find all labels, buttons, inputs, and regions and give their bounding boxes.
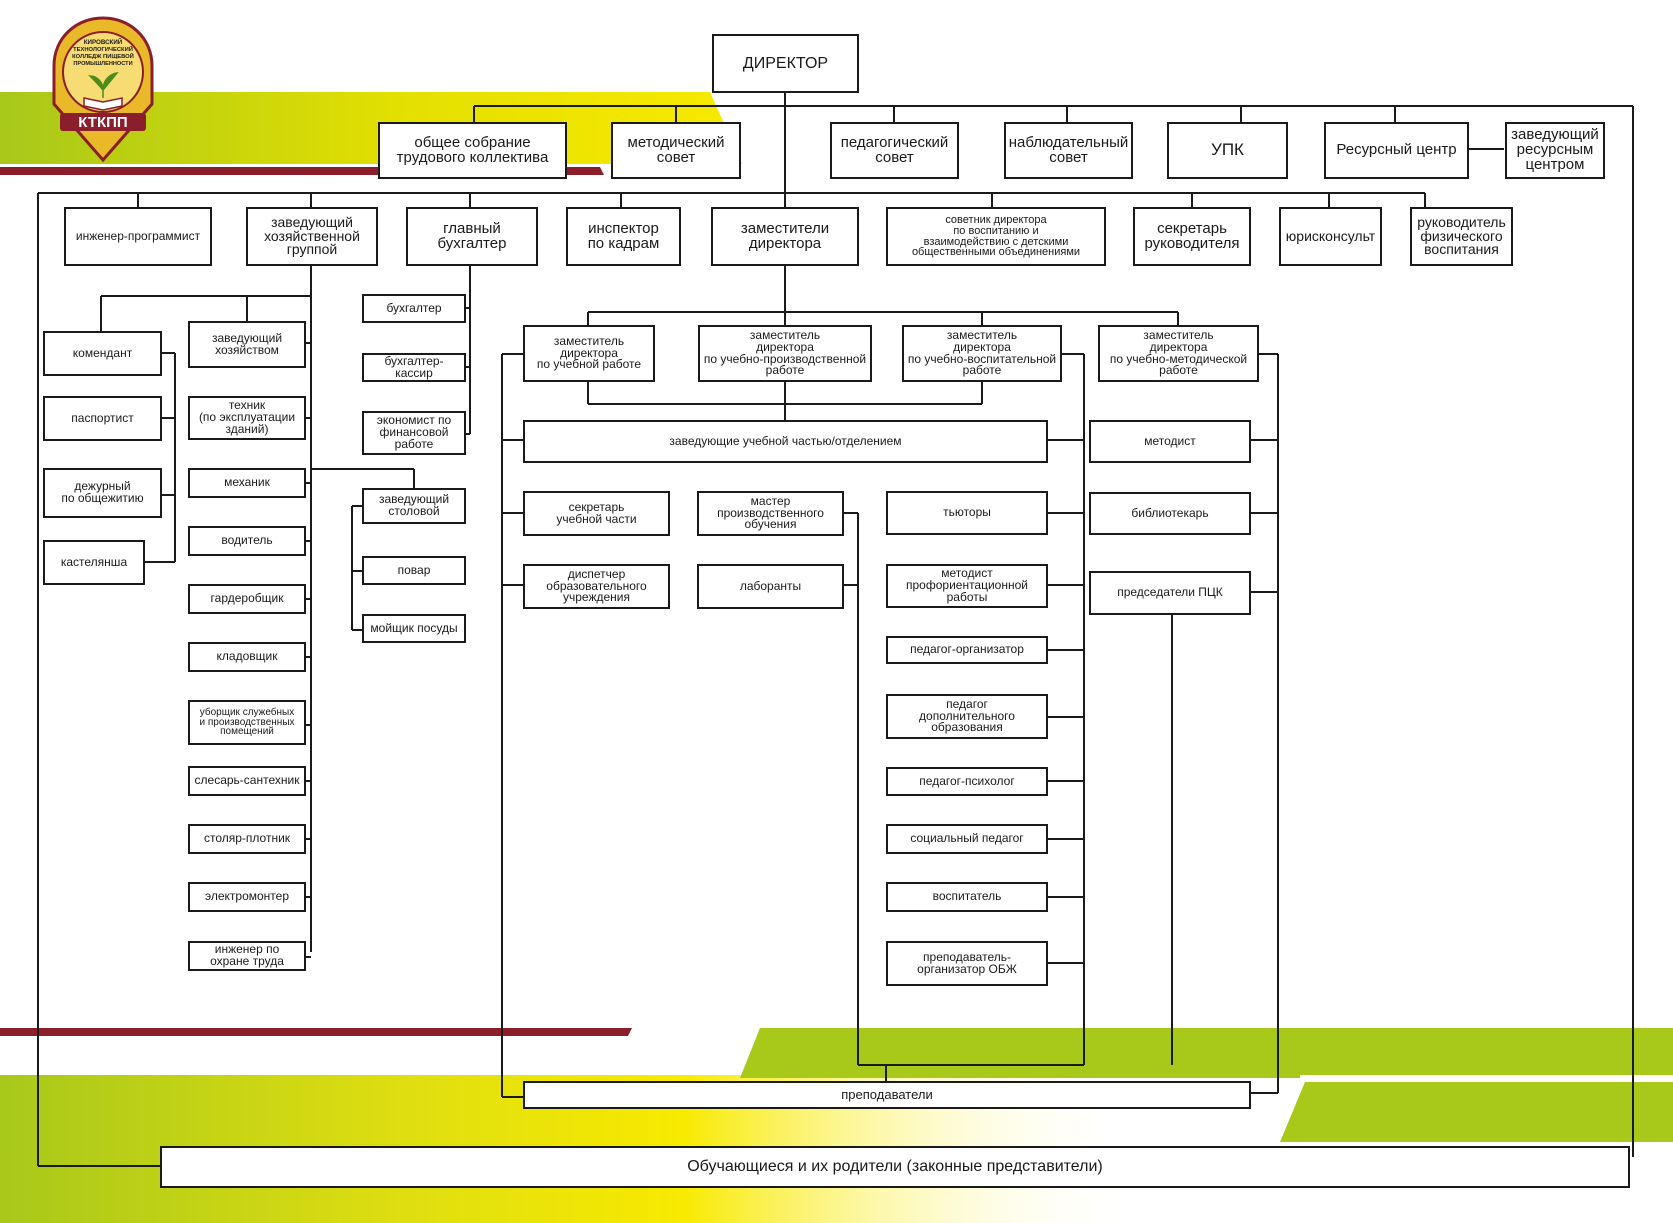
white-gap-stripe xyxy=(1300,1075,1673,1080)
box-secretary-academic: секретарь учебной части xyxy=(523,491,670,536)
box-pck-chairs: председатели ПЦК xyxy=(1089,571,1251,615)
logo-sprout-icon xyxy=(88,71,119,98)
box-head-household-group: заведующий хозяйственной группой xyxy=(246,207,378,266)
box-lab-assistants: лаборанты xyxy=(697,564,844,609)
box-deputy-academic: заместитель директора по учебной работе xyxy=(523,325,655,382)
box-teachers: преподаватели xyxy=(523,1081,1251,1109)
box-dorm-duty: дежурный по общежитию xyxy=(43,468,162,518)
logo-inner-circle xyxy=(62,31,144,113)
bottom-right-band-lower xyxy=(1280,1082,1673,1142)
box-supervisory-board: наблюдательный совет xyxy=(1004,122,1133,179)
logo-abbr-text: КТКПП xyxy=(78,114,127,131)
box-general-assembly: общее собрание трудового коллектива xyxy=(378,122,567,179)
logo-abbr-banner xyxy=(60,113,146,131)
box-head-phys-ed: руководитель физического воспитания xyxy=(1410,207,1513,266)
box-household-manager: заведующий хозяйством xyxy=(188,321,306,368)
box-engineer-programmer: инженер-программист xyxy=(64,207,212,266)
box-methodist: методист xyxy=(1089,420,1251,463)
box-cloakroom: гардеробщик xyxy=(188,584,306,614)
box-hr-inspector: инспектор по кадрам xyxy=(566,207,681,266)
box-plumber: слесарь-сантехник xyxy=(188,766,306,796)
bottom-maroon-stripe xyxy=(0,1028,632,1036)
box-psychologist: педагог-психолог xyxy=(886,767,1048,796)
logo-book-icon xyxy=(83,97,123,111)
box-deputy-methodical: заместитель директора по учебно-методиче… xyxy=(1098,325,1259,382)
box-students-parents: Обучающиеся и их родители (законные пред… xyxy=(160,1146,1630,1188)
box-driver: водитель xyxy=(188,526,306,556)
box-obzh-teacher: преподаватель- организатор ОБЖ xyxy=(886,941,1048,986)
box-commandant: комендант xyxy=(43,331,162,376)
box-upk: УПК xyxy=(1167,122,1288,179)
box-economist: экономист по финансовой работе xyxy=(362,411,466,455)
box-accountant: бухгалтер xyxy=(362,294,466,323)
box-librarian: библиотекарь xyxy=(1089,492,1251,535)
box-passport-officer: паспортист xyxy=(43,396,162,441)
box-pedagogical-council: педагогический совет xyxy=(830,122,959,179)
box-methodical-council: методический совет xyxy=(611,122,741,179)
box-cleaner: уборщик служебных и производственных пом… xyxy=(188,700,306,745)
box-dishwasher: мойщик посуды xyxy=(362,614,466,643)
box-deputy-upbringing: заместитель директора по учебно-воспитат… xyxy=(902,325,1062,382)
box-director: ДИРЕКТОР xyxy=(712,34,859,93)
box-master-production: мастер производственного обучения xyxy=(697,491,844,536)
box-electrician: электромонтер xyxy=(188,882,306,912)
logo-ring-text-2: ТЕХНОЛОГИЧЕСКИЙ xyxy=(73,45,133,53)
box-mechanic: механик xyxy=(188,468,306,498)
box-legal-adviser: юрисконсульт xyxy=(1279,207,1382,266)
box-heads-departments: заведующие учебной частью/отделением xyxy=(523,420,1048,463)
box-linen-keeper: кастелянша xyxy=(43,540,145,585)
box-resource-center: Ресурсный центр xyxy=(1324,122,1469,179)
box-technician: техник (по эксплуатации зданий) xyxy=(188,396,306,440)
box-tutors: тьюторы xyxy=(886,491,1048,535)
logo-ring-text-1: КИРОВСКИЙ xyxy=(84,38,123,46)
logo-ring-text-3: КОЛЛЕДЖ ПИЩЕВОЙ xyxy=(72,52,134,60)
box-carpenter: столяр-плотник xyxy=(188,824,306,854)
box-deputy-production: заместитель директора по учебно-производ… xyxy=(698,325,872,382)
box-chief-accountant: главный бухгалтер xyxy=(406,207,538,266)
box-secretary-head: секретарь руководителя xyxy=(1133,207,1251,266)
box-social-teacher: социальный педагог xyxy=(886,824,1048,854)
box-additional-edu-teacher: педагог дополнительного образования xyxy=(886,694,1048,739)
box-cook: повар xyxy=(362,556,466,585)
box-cashier: бухгалтер-кассир xyxy=(362,353,466,382)
logo-ring-text-4: ПРОМЫШЛЕННОСТИ xyxy=(73,61,132,67)
box-head-canteen: заведующий столовой xyxy=(362,488,466,524)
box-educator: воспитатель xyxy=(886,882,1048,912)
box-storekeeper: кладовщик xyxy=(188,642,306,672)
box-safety-engineer: инженер по охране труда xyxy=(188,941,306,971)
box-head-resource-center: заведующий ресурсным центром xyxy=(1505,122,1605,179)
box-deputy-directors: заместители директора xyxy=(711,207,859,266)
box-dispatcher: диспетчер образовательного учреждения xyxy=(523,564,670,609)
box-advisor-upbringing: советник директора по воспитанию и взаим… xyxy=(886,207,1106,266)
college-logo: КИРОВСКИЙ ТЕХНОЛОГИЧЕСКИЙ КОЛЛЕДЖ ПИЩЕВО… xyxy=(52,16,154,162)
box-teacher-organizer: педагог-организатор xyxy=(886,636,1048,664)
box-career-methodist: методист профориентационной работы xyxy=(886,564,1048,608)
